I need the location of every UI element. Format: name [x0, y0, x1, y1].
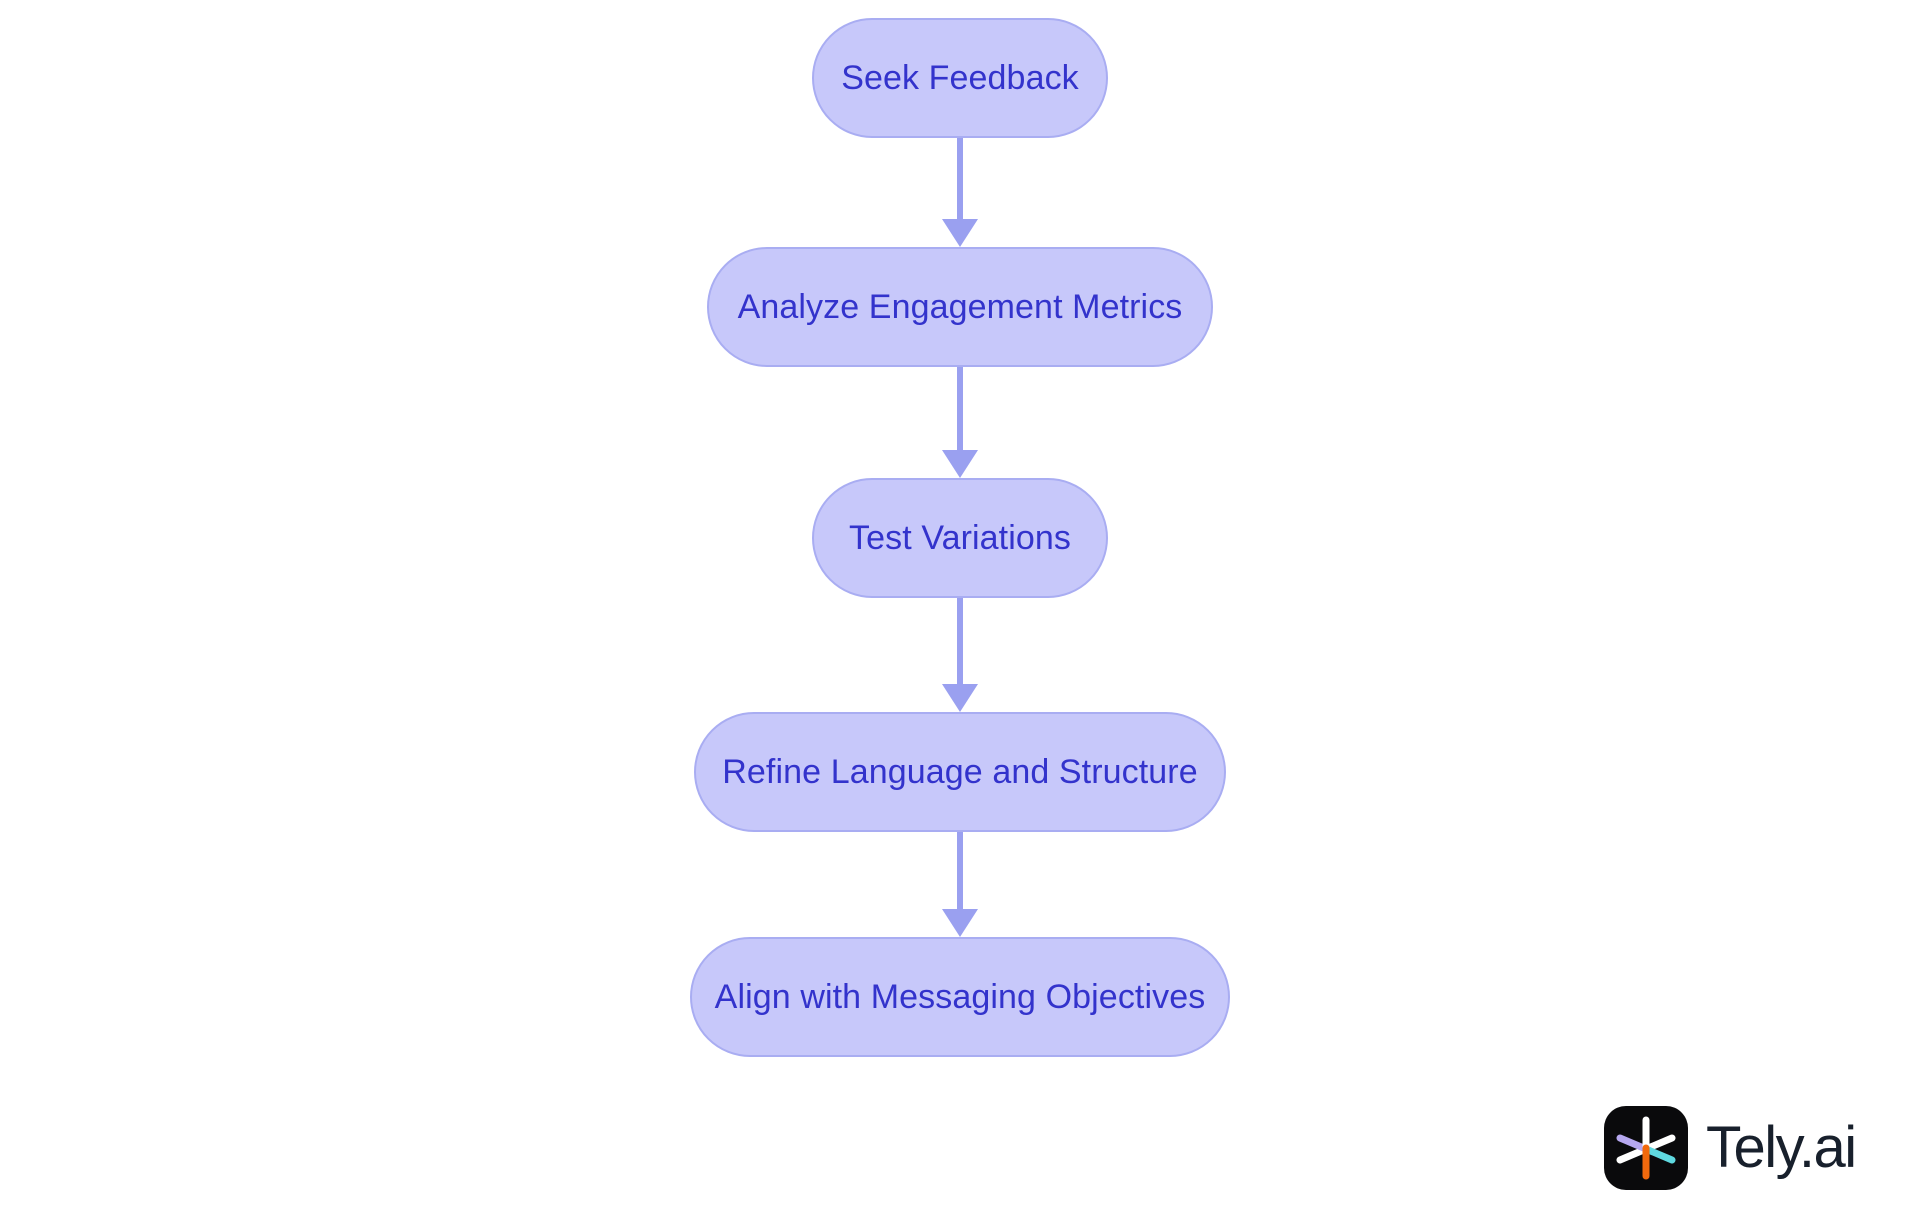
arrow-down-icon [942, 909, 978, 937]
flow-node-label: Test Variations [849, 519, 1071, 557]
edge-line [957, 832, 963, 910]
flow-edge-n3-n4 [940, 598, 980, 712]
tely-logo-mark-icon [1604, 1106, 1688, 1190]
edge-line [957, 138, 963, 220]
flow-edge-n2-n3 [940, 367, 980, 478]
edge-line [957, 598, 963, 685]
flow-node-seek-feedback[interactable]: Seek Feedback [812, 18, 1108, 138]
arrow-down-icon [942, 450, 978, 478]
flowchart-node-column: Seek Feedback Analyze Engagement Metrics… [0, 18, 1920, 1057]
flow-node-test-variations[interactable]: Test Variations [812, 478, 1108, 598]
flow-node-refine-language-and-structure[interactable]: Refine Language and Structure [694, 712, 1226, 832]
flow-node-label: Seek Feedback [841, 59, 1079, 97]
flow-node-label: Refine Language and Structure [722, 753, 1198, 791]
tely-logo: Tely.ai [1604, 1106, 1857, 1190]
flow-node-label: Analyze Engagement Metrics [737, 288, 1183, 326]
flow-node-analyze-engagement-metrics[interactable]: Analyze Engagement Metrics [707, 247, 1213, 367]
arrow-down-icon [942, 684, 978, 712]
edge-line [957, 367, 963, 451]
flow-node-align-with-messaging-objectives[interactable]: Align with Messaging Objectives [690, 937, 1230, 1057]
tely-wordmark: Tely.ai [1706, 1115, 1857, 1180]
arrow-down-icon [942, 219, 978, 247]
flow-node-label: Align with Messaging Objectives [714, 978, 1206, 1016]
flow-edge-n1-n2 [940, 138, 980, 247]
flow-edge-n4-n5 [940, 832, 980, 937]
